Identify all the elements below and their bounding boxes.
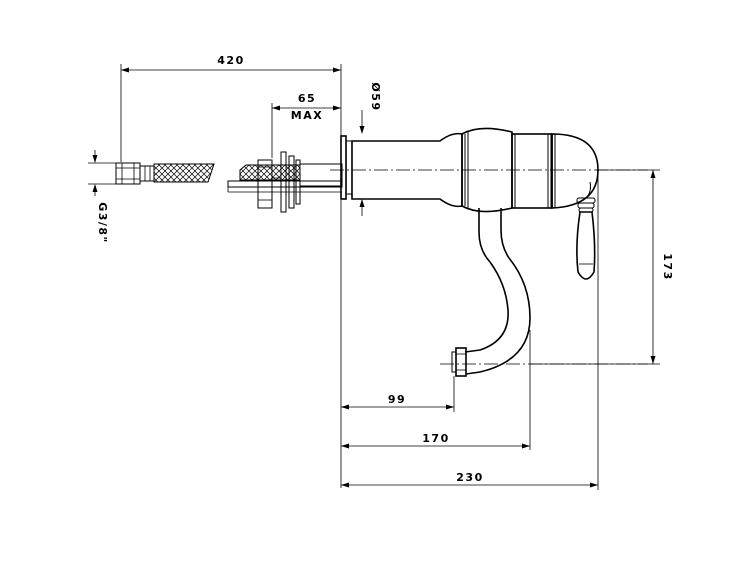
- dimension-overall-length: 420: [120, 54, 342, 162]
- dimension-label-173: 173: [661, 253, 674, 280]
- dimension-label-420: 420: [217, 54, 244, 67]
- centerlines: [330, 169, 648, 365]
- mounting-flange: [340, 135, 353, 200]
- dimension-total-length: 230: [341, 175, 599, 490]
- supply-pipe: [227, 163, 343, 193]
- dimension-spout-length: 170: [341, 330, 531, 450]
- faucet-spout: [451, 208, 531, 377]
- dimension-label-170: 170: [422, 432, 449, 445]
- dimension-spout-reach: 99: [340, 200, 455, 488]
- braided-hose-icon: [115, 162, 215, 185]
- dimension-label-max: MAX: [291, 109, 323, 122]
- dimension-body-diameter: Ø59: [359, 82, 382, 216]
- mounting-nut-and-washers: [257, 151, 301, 213]
- dimension-label-diameter: Ø59: [369, 82, 382, 111]
- dimension-label-65: 65: [298, 92, 316, 105]
- dimension-thread-size: G3/8": [88, 150, 116, 244]
- faucet-body: [351, 127, 599, 213]
- lever-handle-icon: [576, 181, 596, 280]
- dimension-max-thickness: 65 MAX: [271, 92, 341, 158]
- dimension-label-thread: G3/8": [96, 202, 109, 244]
- dimension-label-99: 99: [388, 393, 406, 406]
- dimension-label-230: 230: [456, 471, 483, 484]
